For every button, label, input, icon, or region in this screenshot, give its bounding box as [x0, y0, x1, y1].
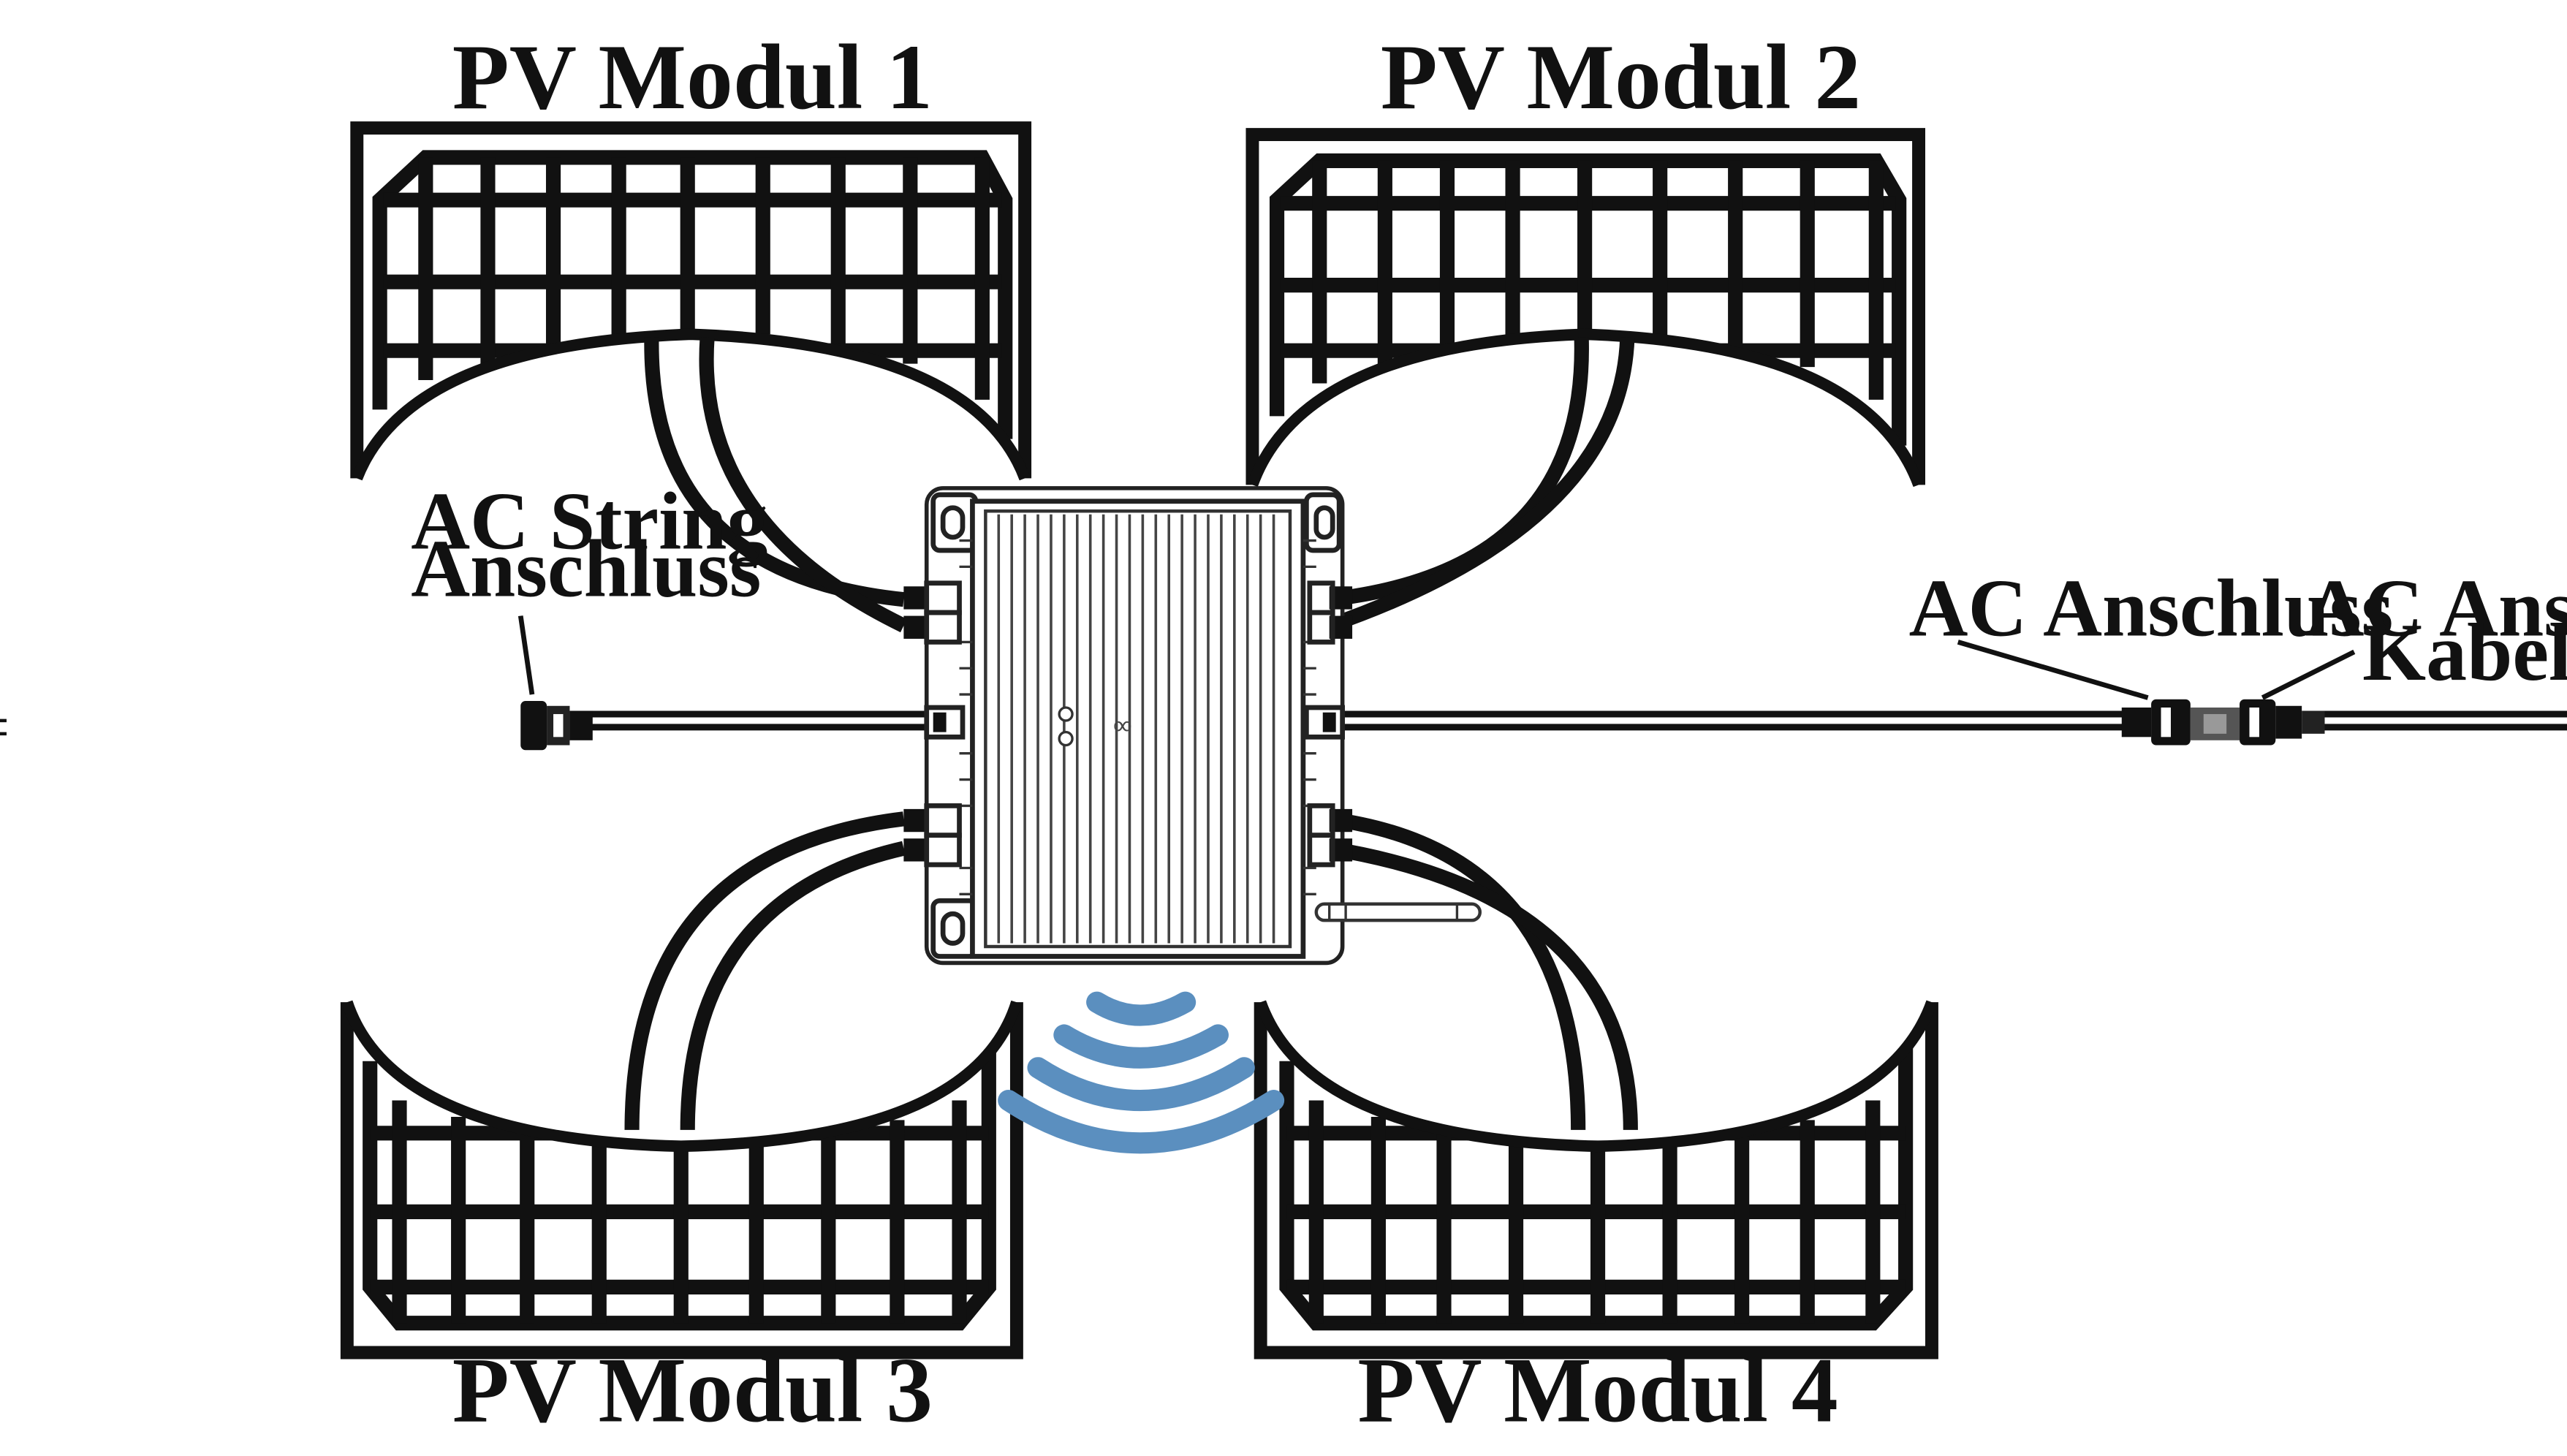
pv-module-3-label: PV Modul 3: [452, 1338, 933, 1442]
dc-cables: [624, 337, 1638, 1130]
ac-string-label-line1: AC String: [411, 477, 767, 567]
pv-module-1: [350, 121, 1032, 481]
pv-module-2: [1245, 128, 1925, 488]
microinverter-icon: ∞: [903, 486, 1353, 966]
ac-anschluss-label-text: AC Anschluss: [1909, 563, 2394, 653]
pv-module-3: [340, 1000, 1023, 1360]
wireless-signal-icon: [998, 991, 1285, 1154]
ac-string-label: AC String Anschluss: [411, 477, 768, 695]
svg-text:∞: ∞: [1113, 710, 1132, 740]
ac-anschluss-kabel-label: AC Anschluss Kabel: [2261, 563, 2567, 700]
ac-string-connector: [520, 701, 593, 751]
pv-module-4-label: PV Modul 4: [1357, 1338, 1838, 1442]
edge-mark: [0, 718, 7, 736]
ac-anschluss-leader-line: [1957, 640, 2149, 700]
ac-anschluss-kabel-label-line1: AC Anschluss: [2305, 563, 2567, 653]
ac-connector-cable-end: [2240, 699, 2325, 746]
ac-string-label-line2: Anschluss: [411, 524, 761, 615]
ac-anschluss-kabel-label-line2: Kabel: [2362, 607, 2567, 698]
ac-connector: [2121, 699, 2240, 746]
antenna-icon: [1314, 902, 1482, 922]
ac-anschluss-label: AC Anschluss: [1909, 563, 2394, 700]
ac-anschluss-kabel-leader-line: [2261, 649, 2356, 700]
pv-module-2-label: PV Modul 2: [1381, 25, 1861, 129]
ac-string-leader-line: [517, 615, 535, 695]
pv-module-4: [1254, 1000, 1938, 1360]
pv-module-1-label: PV Modul 1: [452, 25, 933, 129]
